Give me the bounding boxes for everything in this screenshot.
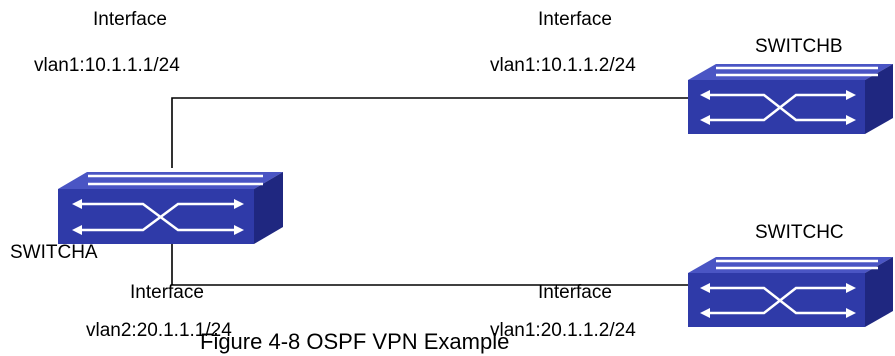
switchc-label: SWITCHC (755, 222, 844, 243)
interface-address-switcha-upper: vlan1:10.1.1.1/24 (34, 55, 180, 76)
interface-address-switchb: vlan1:10.1.1.2/24 (490, 55, 636, 76)
switcha-icon (58, 172, 283, 244)
switchb-icon (688, 64, 893, 134)
interface-title-switchc: Interface (538, 282, 612, 303)
switcha-label: SWITCHA (10, 242, 98, 263)
switchc-icon (688, 257, 893, 327)
interface-address-switcha-lower: vlan2:20.1.1.1/24 (86, 320, 232, 341)
interface-title-switchb: Interface (538, 9, 612, 30)
interface-title-switcha-lower: Interface (130, 282, 204, 303)
link-switcha-switchc (171, 238, 690, 286)
interface-address-switchc: vlan1:20.1.1.2/24 (490, 320, 636, 341)
figure-caption: Figure 4-8 OSPF VPN Example (200, 329, 510, 354)
interface-title-switcha-upper: Interface (93, 9, 167, 30)
link-switcha-switchb (171, 97, 690, 168)
switchb-label: SWITCHB (755, 36, 843, 57)
